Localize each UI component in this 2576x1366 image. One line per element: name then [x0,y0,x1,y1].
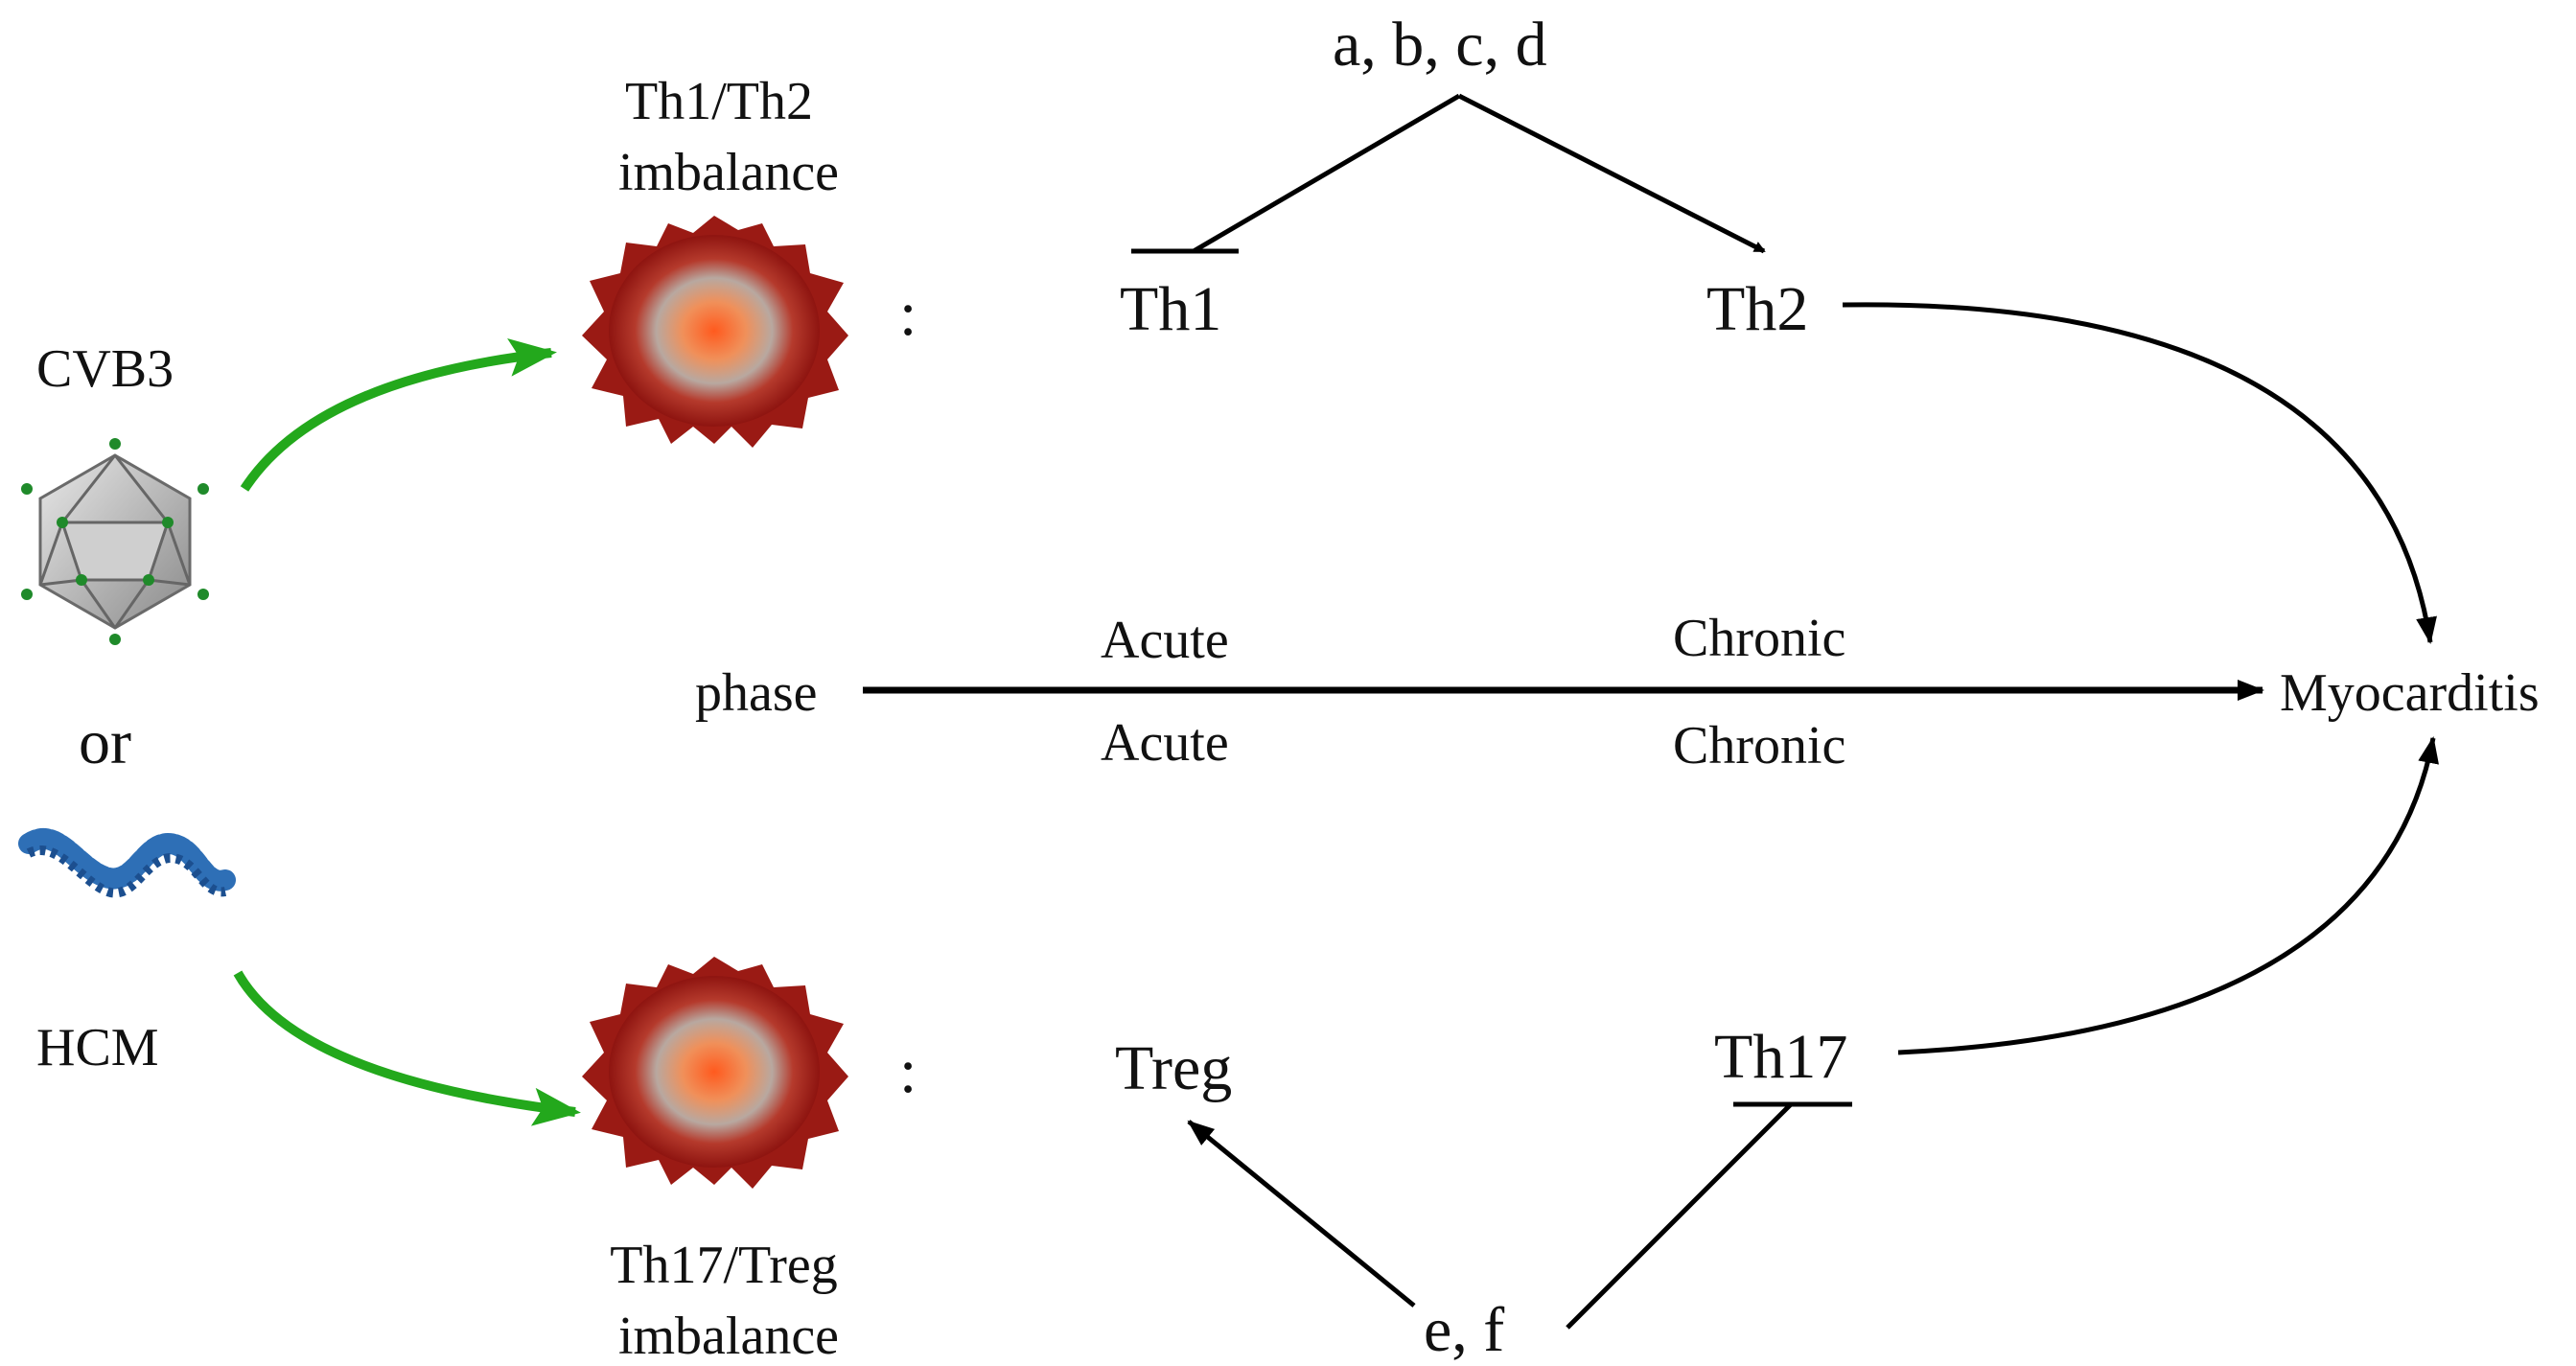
icosahedral-virus-icon [21,438,209,645]
arrow-th2-to-myocarditis [1842,302,2437,644]
chronic-top-label: Chronic [1673,609,1846,668]
cvb3-label: CVB3 [36,339,174,399]
th17-label: Th17 [1714,1022,1848,1092]
arrow-th17-to-myocarditis [1897,736,2439,1055]
th1-label: Th1 [1120,274,1222,344]
green-arrow-bottom [233,970,581,1126]
inhibit-line-th17 [1566,1102,1793,1330]
dna-strand-icon [18,828,236,898]
th17-treg-imbalance-label-line1: Th17/Treg [610,1236,838,1295]
acute-bottom-label: Acute [1101,713,1229,773]
th1-th2-imbalance-label-line1: Th1/Th2 [625,72,813,131]
inhibit-line-th1 [1192,93,1461,254]
hcm-label: HCM [36,1018,159,1077]
acute-top-label: Acute [1101,611,1229,670]
phase-label: phase [695,663,818,723]
activated-cell-icon-top [582,216,848,448]
colon-bottom: : [899,1036,917,1106]
regulators-bottom-label: e, f [1424,1295,1505,1365]
th1-th2-imbalance-label-line2: imbalance [617,143,840,202]
th2-label: Th2 [1706,274,1809,344]
or-label: or [79,707,131,777]
promote-arrow-treg [1187,1120,1416,1308]
activated-cell-icon-bottom [582,957,848,1189]
regulators-top-label: a, b, c, d [1333,10,1547,80]
green-arrow-top [240,337,557,492]
colon-top: : [899,279,917,349]
myocarditis-label: Myocarditis [2280,663,2540,723]
th17-treg-imbalance-label-line2: imbalance [617,1307,840,1366]
promote-arrow-th2 [1457,93,1766,254]
treg-label: Treg [1115,1033,1233,1103]
chronic-bottom-label: Chronic [1673,716,1846,776]
